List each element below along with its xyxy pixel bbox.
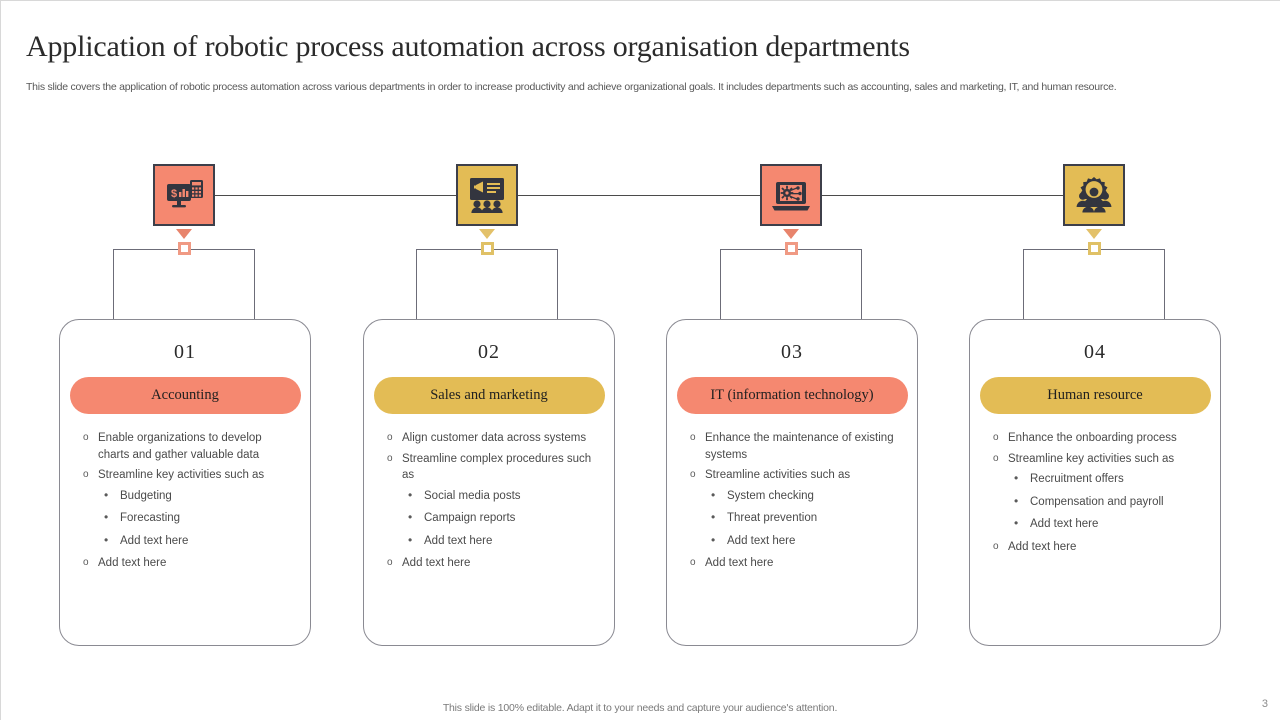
connector-bracket-2 [416,249,558,321]
card-number: 04 [1084,341,1106,363]
card-bullet-list: Enhance the onboarding processStreamline… [970,430,1220,555]
bullet-item: Add text here [76,532,296,550]
connector-bracket-1 [113,249,255,321]
bullet-item: Compensation and payroll [986,493,1206,511]
card-bullet-list: Enable organizations to develop charts a… [60,430,310,572]
bullet-item: Campaign reports [380,509,600,527]
connector-bracket-3 [720,249,862,321]
card-title-pill[interactable]: Accounting [69,377,301,414]
people-gear-group-icon [1073,174,1115,216]
connector-arrow-1 [176,229,192,239]
bullet-item: Align customer data across systems [380,430,600,447]
connector-marker-2 [480,242,494,255]
bullet-item: Enable organizations to develop charts a… [76,430,296,463]
bullet-item: Add text here [76,555,296,572]
connector-marker-3 [784,242,798,255]
bullet-item: Add text here [683,555,903,572]
bullet-item: Recruitment offers [986,470,1206,488]
icon-box-1: $ [153,164,215,226]
svg-text:$: $ [171,188,177,200]
bullet-item: Add text here [986,515,1206,533]
presentation-audience-icon [466,174,508,216]
bullet-item: Streamline activities such as [683,467,903,484]
bullet-item: Streamline complex procedures such as [380,451,600,484]
connector-arrow-3 [783,229,799,239]
page-title: Application of robotic process automatio… [26,30,910,63]
card-title-pill[interactable]: Sales and marketing [373,377,605,414]
bullet-item: Social media posts [380,487,600,505]
bullet-item: Streamline key activities such as [76,467,296,484]
department-card-01[interactable]: 01AccountingEnable organizations to deve… [59,319,311,646]
bullet-item: Add text here [986,539,1206,556]
card-number: 03 [781,341,803,363]
connector-arrow-2 [479,229,495,239]
bullet-item: System checking [683,487,903,505]
card-bullet-list: Align customer data across systemsStream… [364,430,614,572]
icon-box-4 [1063,164,1125,226]
bullet-item: Threat prevention [683,509,903,527]
bullet-item: Budgeting [76,487,296,505]
card-title-pill[interactable]: IT (information technology) [676,377,908,414]
card-number: 02 [478,341,500,363]
laptop-gear-network-icon [770,174,812,216]
page-number: 3 [1261,698,1268,710]
card-title-pill[interactable]: Human resource [979,377,1211,414]
bullet-item: Add text here [380,532,600,550]
connector-marker-4 [1087,242,1101,255]
icon-box-3 [760,164,822,226]
bullet-item: Streamline key activities such as [986,451,1206,468]
connector-bracket-4 [1023,249,1165,321]
footer-note: This slide is 100% editable. Adapt it to… [442,702,838,714]
bullet-item: Enhance the onboarding process [986,430,1206,447]
connector-arrow-4 [1086,229,1102,239]
bullet-item: Add text here [683,532,903,550]
icon-box-2 [456,164,518,226]
card-number: 01 [174,341,196,363]
page-subtitle: This slide covers the application of rob… [26,81,1117,93]
connector-marker-1 [177,242,191,255]
timeline-connector-line [184,195,1094,196]
bullet-item: Add text here [380,555,600,572]
monitor-finance-calculator-icon: $ [163,174,205,216]
department-card-03[interactable]: 03 IT (information technology) Enhance the… [666,319,918,646]
bullet-item: Forecasting [76,509,296,527]
bullet-item: Enhance the maintenance of existing syst… [683,430,903,463]
card-bullet-list: Enhance the maintenance of existing syst… [667,430,917,572]
